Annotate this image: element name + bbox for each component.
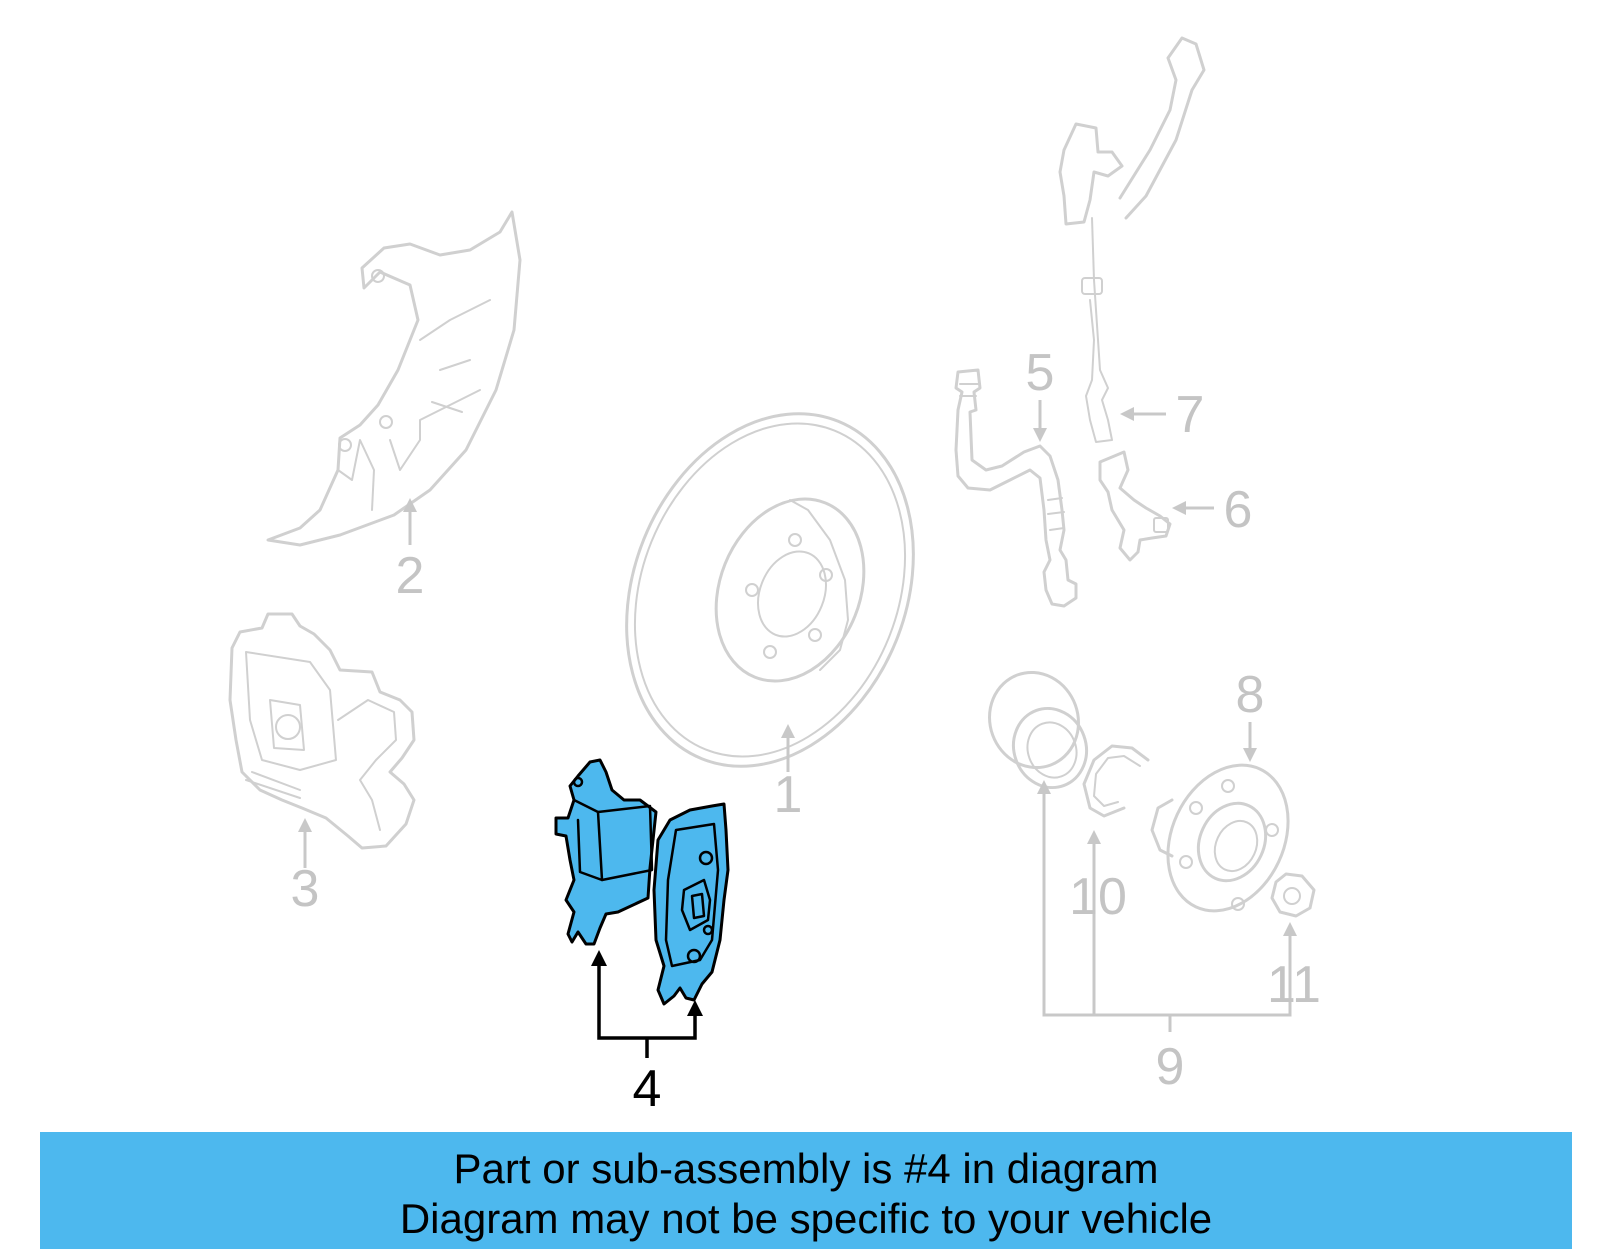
splash-shield-part (266, 210, 522, 547)
leader-3 (298, 818, 312, 868)
callout-6: 6 (1224, 481, 1253, 539)
brake-caliper-part (228, 612, 416, 850)
callout-7: 7 (1176, 386, 1205, 444)
leader-2 (403, 498, 417, 545)
leader-8 (1243, 722, 1257, 762)
callout-10: 10 (1069, 868, 1127, 926)
wheel-hub-part (1150, 763, 1290, 913)
abs-sensor-wire-part (1058, 36, 1206, 443)
leader-6 (1172, 501, 1214, 515)
banner-line-1: Part or sub-assembly is #4 in diagram (453, 1145, 1159, 1192)
hub-nut-part (1270, 872, 1316, 918)
brake-pads-part (554, 758, 730, 1006)
brake-hose-part (954, 368, 1078, 608)
banner-line-2: Diagram may not be specific to your vehi… (399, 1195, 1213, 1242)
callout-11: 11 (1267, 956, 1321, 1014)
callout-5: 5 (1026, 344, 1055, 402)
abs-sensor-part (1098, 450, 1172, 562)
brake-rotor-part (625, 412, 915, 768)
callout-3: 3 (291, 860, 320, 918)
leader-7 (1120, 407, 1166, 421)
leader-5 (1033, 400, 1047, 442)
leader-1 (781, 724, 795, 772)
callout-9: 9 (1156, 1038, 1185, 1096)
callout-1: 1 (774, 766, 803, 824)
info-banner: Part or sub-assembly is #4 in diagram Di… (40, 1132, 1572, 1249)
leader-9 (1037, 780, 1297, 1032)
callout-4: 4 (633, 1060, 662, 1118)
callout-2: 2 (396, 547, 425, 605)
wheel-bearing-part (988, 670, 1088, 790)
leader-4 (591, 950, 703, 1058)
callout-8: 8 (1236, 666, 1265, 724)
snap-ring-part (1082, 744, 1150, 818)
